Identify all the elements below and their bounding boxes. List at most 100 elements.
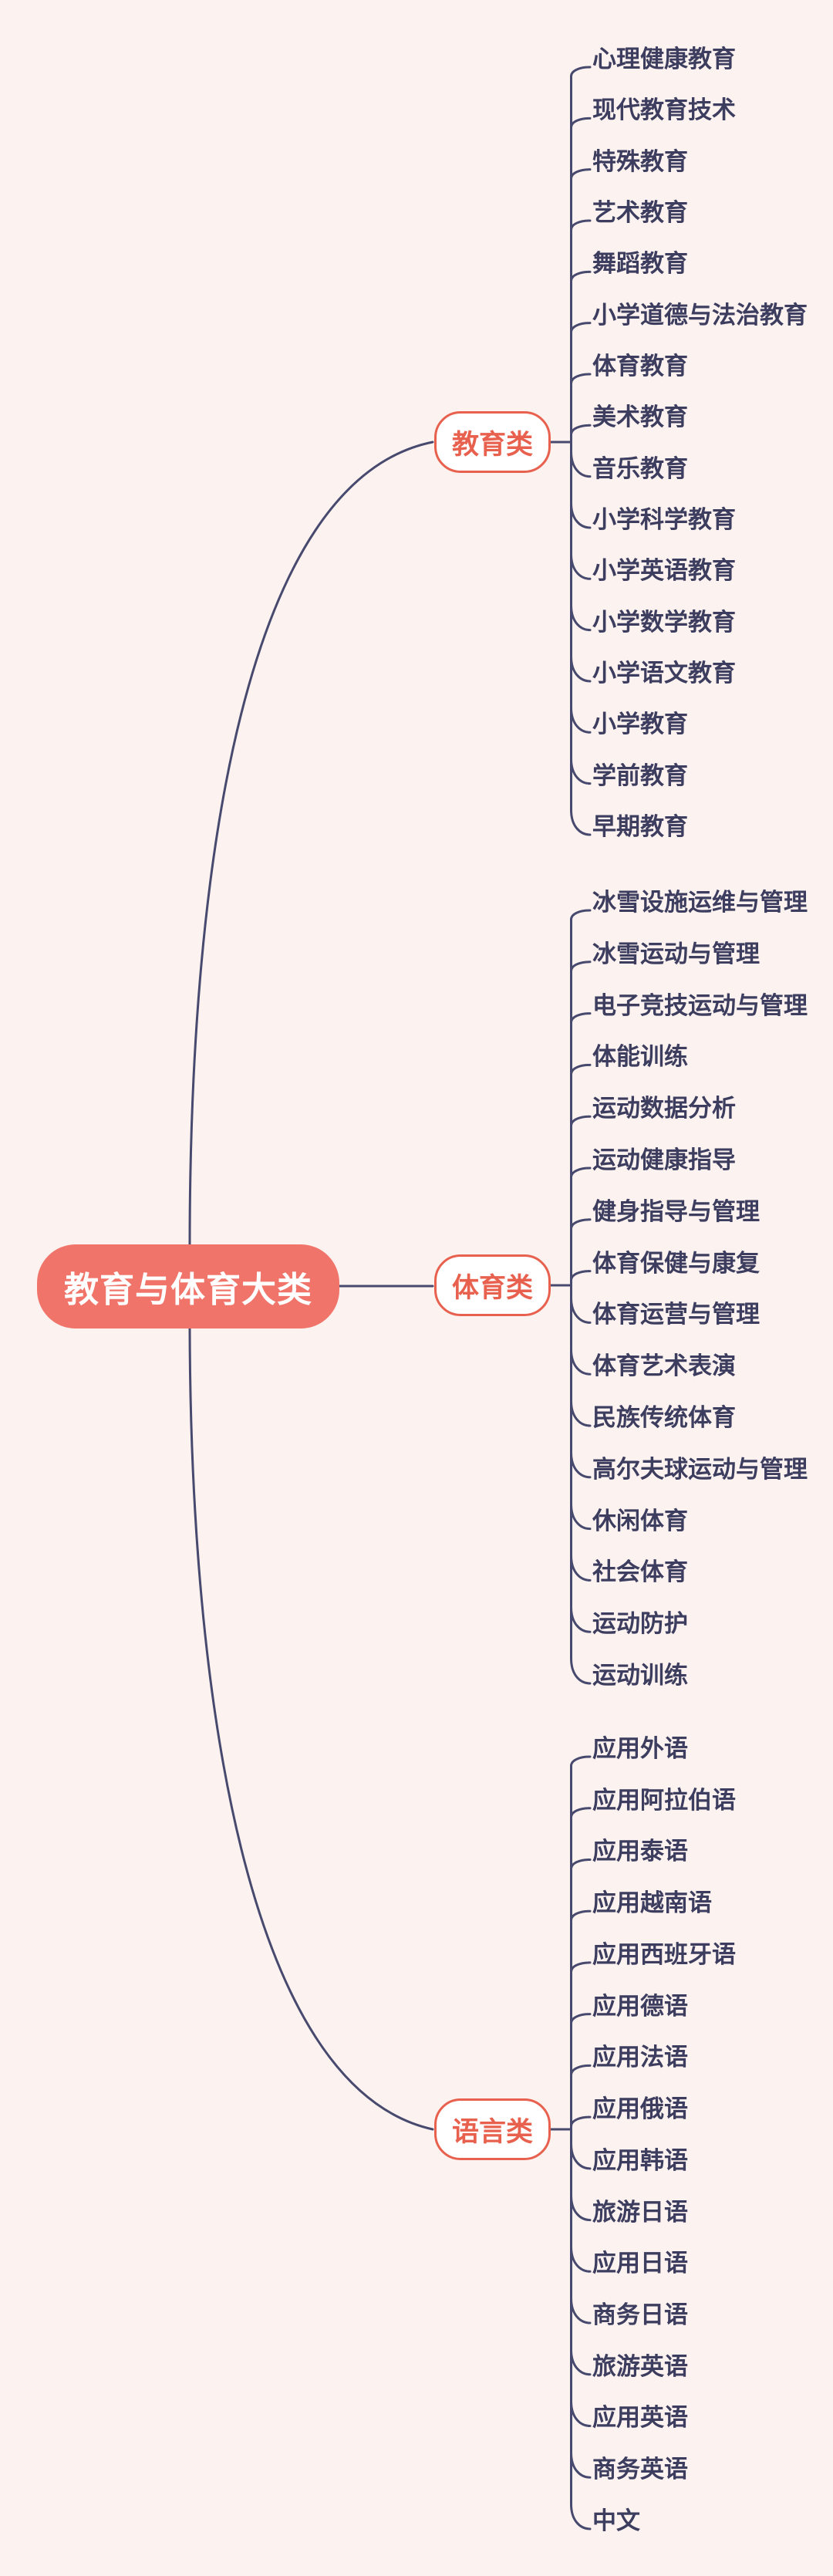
connector-path [570, 322, 592, 334]
connector-path [570, 1605, 592, 1633]
connector-path [570, 2245, 592, 2273]
leaf-item[interactable]: 应用韩语 [592, 2146, 688, 2174]
connector-path [570, 168, 592, 181]
connector-path [570, 116, 592, 129]
branch-node-education[interactable]: 教育类 [434, 411, 551, 473]
leaf-item[interactable]: 应用越南语 [592, 1889, 712, 1917]
leaf-item[interactable]: 健身指导与管理 [592, 1197, 760, 1225]
connector-path [570, 1807, 592, 1819]
connector-path [570, 1554, 592, 1582]
branch-node-sports-label: 体育类 [451, 1272, 533, 1303]
leaf-item[interactable]: 美术教育 [592, 403, 688, 431]
connector-path [570, 1858, 592, 1870]
connector-path [570, 961, 592, 973]
leaf-item[interactable]: 小学道德与法治教育 [592, 301, 808, 329]
branch-node-language[interactable]: 语言类 [434, 2098, 551, 2160]
connector-path [570, 2348, 592, 2376]
connector-path [570, 1296, 592, 1324]
connector-path [188, 1326, 434, 2131]
leaf-item[interactable]: 音乐教育 [592, 454, 688, 482]
connector-path [570, 1451, 592, 1479]
connector-path [570, 2399, 592, 2427]
leaf-item[interactable]: 商务英语 [592, 2456, 688, 2483]
connector-path [570, 501, 592, 529]
connector-path [570, 2503, 592, 2530]
root-node-label: 教育与体育大类 [63, 1270, 312, 1309]
leaf-item[interactable]: 运动训练 [592, 1662, 688, 1689]
leaf-item[interactable]: 旅游日语 [592, 2198, 688, 2226]
connector-path [570, 809, 592, 836]
leaf-item[interactable]: 民族传统体育 [592, 1404, 736, 1431]
connector-path [570, 2194, 592, 2222]
leaf-item[interactable]: 心理健康教育 [592, 46, 736, 73]
connector-path [570, 66, 592, 78]
connector-path [570, 2013, 592, 2025]
leaf-item[interactable]: 电子竞技运动与管理 [592, 991, 808, 1019]
connector-path [570, 219, 592, 231]
leaf-item[interactable]: 旅游英语 [592, 2352, 688, 2380]
root-node[interactable]: 教育与体育大类 [37, 1244, 339, 1329]
leaf-item[interactable]: 运动数据分析 [592, 1095, 736, 1123]
leaf-item[interactable]: 体育艺术表演 [592, 1352, 736, 1380]
leaf-item[interactable]: 应用英语 [592, 2404, 688, 2432]
leaf-item[interactable]: 应用外语 [592, 1735, 688, 1762]
leaf-item[interactable]: 应用俄语 [592, 2095, 688, 2123]
connector-path [570, 758, 592, 785]
leaf-item[interactable]: 应用泰语 [592, 1838, 688, 1865]
leaf-item[interactable]: 应用西班牙语 [592, 1940, 736, 1968]
leaf-item[interactable]: 早期教育 [592, 812, 688, 840]
connector-path [570, 2115, 592, 2128]
leaf-item[interactable]: 体育运营与管理 [592, 1301, 760, 1329]
leaf-item[interactable]: 现代教育技术 [592, 96, 736, 124]
connector-path [570, 1012, 592, 1025]
leaf-item[interactable]: 运动健康指导 [592, 1146, 736, 1173]
branch-node-sports[interactable]: 体育类 [434, 1254, 551, 1316]
leaf-item[interactable]: 小学数学教育 [592, 608, 736, 636]
leaf-item[interactable]: 冰雪运动与管理 [592, 940, 760, 967]
connector-path [570, 1348, 592, 1376]
leaf-item[interactable]: 学前教育 [592, 761, 688, 789]
leaf-item[interactable]: 休闲体育 [592, 1507, 688, 1534]
connector-path [570, 373, 592, 385]
leaf-item[interactable]: 小学教育 [592, 711, 688, 738]
branch-node-education-label: 教育类 [451, 429, 533, 460]
connector-path [570, 552, 592, 580]
leaf-item[interactable]: 社会体育 [592, 1558, 688, 1586]
leaf-item[interactable]: 高尔夫球运动与管理 [592, 1455, 808, 1483]
leaf-item[interactable]: 小学科学教育 [592, 505, 736, 533]
leaf-item[interactable]: 艺术教育 [592, 198, 688, 226]
connector-path [570, 1166, 592, 1179]
leaf-item[interactable]: 舞蹈教育 [592, 250, 688, 278]
leaf-item[interactable]: 冰雪设施运维与管理 [592, 889, 808, 916]
leaf-item[interactable]: 应用日语 [592, 2250, 688, 2277]
leaf-item[interactable]: 运动防护 [592, 1610, 688, 1638]
leaf-item[interactable]: 应用阿拉伯语 [592, 1786, 736, 1814]
leaf-item[interactable]: 应用德语 [592, 1992, 688, 2020]
connector-path [188, 441, 434, 1247]
connector-path [570, 604, 592, 632]
leaf-item[interactable]: 中文 [592, 2507, 640, 2534]
leaf-item[interactable]: 体能训练 [592, 1043, 688, 1071]
leaf-item[interactable]: 小学英语教育 [592, 557, 736, 585]
leaf-item[interactable]: 体育保健与康复 [592, 1249, 760, 1277]
connector-path [570, 1961, 592, 1973]
connector-path [570, 1657, 592, 1685]
leaf-item[interactable]: 特殊教育 [592, 147, 688, 175]
connector-path [570, 2142, 592, 2170]
connector-path [570, 2064, 592, 2076]
leaf-item[interactable]: 小学语文教育 [592, 659, 736, 687]
leaf-item[interactable]: 商务日语 [592, 2301, 688, 2329]
connector-path [570, 1270, 592, 1282]
branch-node-language-label: 语言类 [451, 2116, 533, 2147]
connector-path [570, 270, 592, 282]
connector-path [570, 1755, 592, 1767]
leaf-item[interactable]: 应用法语 [592, 2044, 688, 2071]
connector-path [570, 451, 592, 478]
connector-path [570, 1503, 592, 1531]
connector-path [570, 2451, 592, 2479]
connector-path [570, 706, 592, 734]
connector-path [570, 1218, 592, 1231]
leaf-item[interactable]: 体育教育 [592, 352, 688, 380]
connector-path [570, 424, 592, 436]
